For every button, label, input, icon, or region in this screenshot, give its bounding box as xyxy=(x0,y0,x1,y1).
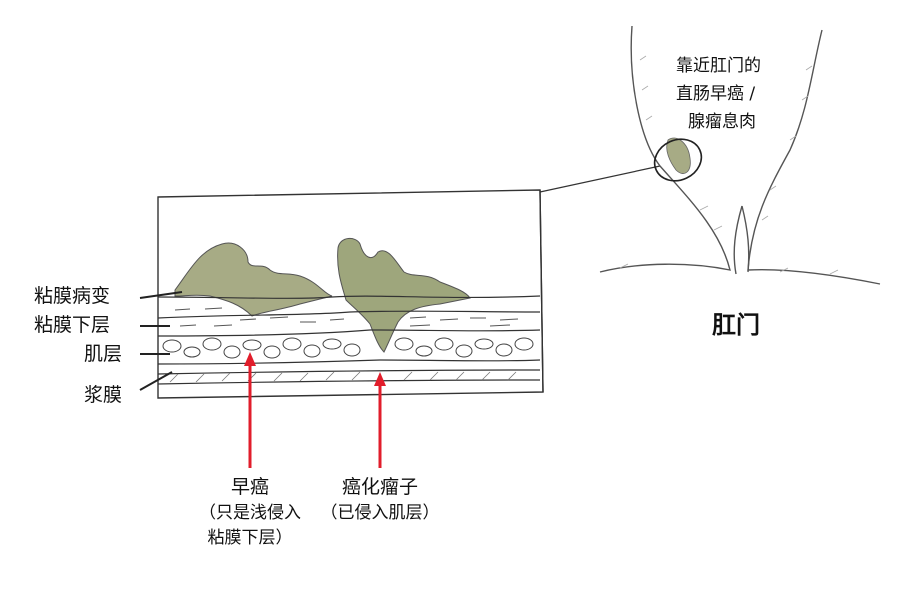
label-callout-line-2: 直肠早癌 / xyxy=(676,84,756,104)
label-cancerous-tumor: 癌化瘤子 xyxy=(341,476,418,498)
submucosa-texture xyxy=(174,307,519,327)
wall-section-box xyxy=(157,189,544,399)
cancerous-tumor-lesion xyxy=(337,238,471,353)
anus-shading xyxy=(619,55,839,275)
early-cancer-arrowhead xyxy=(244,352,256,366)
label-callout-line-3: 腺瘤息肉 xyxy=(688,112,756,132)
label-mucosa-lesion: 粘膜病变 xyxy=(34,285,111,307)
label-serosa: 浆膜 xyxy=(84,384,123,406)
anus-drawing xyxy=(599,25,881,285)
polyp-circle xyxy=(653,138,703,182)
label-early-cancer-note-2: 粘膜下层） xyxy=(207,528,293,548)
zoom-connector xyxy=(539,165,661,193)
muscle-cells xyxy=(162,337,534,359)
lesion-shapes xyxy=(174,238,471,353)
polyp-spot xyxy=(666,137,691,174)
early-cancer-lesion xyxy=(174,242,333,317)
tumor-arrowhead xyxy=(374,372,386,386)
layer-lines xyxy=(157,295,541,385)
label-early-cancer-note-1: （只是浅侵入 xyxy=(199,503,301,523)
label-submucosa: 粘膜下层 xyxy=(34,314,111,336)
arrows xyxy=(244,352,386,468)
label-callout-line-1: 靠近肛门的 xyxy=(676,56,761,76)
label-anus: 肛门 xyxy=(712,311,760,339)
label-muscle: 肌层 xyxy=(84,343,123,365)
serosa-texture xyxy=(169,371,517,383)
label-early-cancer: 早癌 xyxy=(230,476,269,498)
leader-lines xyxy=(139,291,183,391)
label-cancerous-tumor-note: （已侵入肌层） xyxy=(320,503,440,523)
